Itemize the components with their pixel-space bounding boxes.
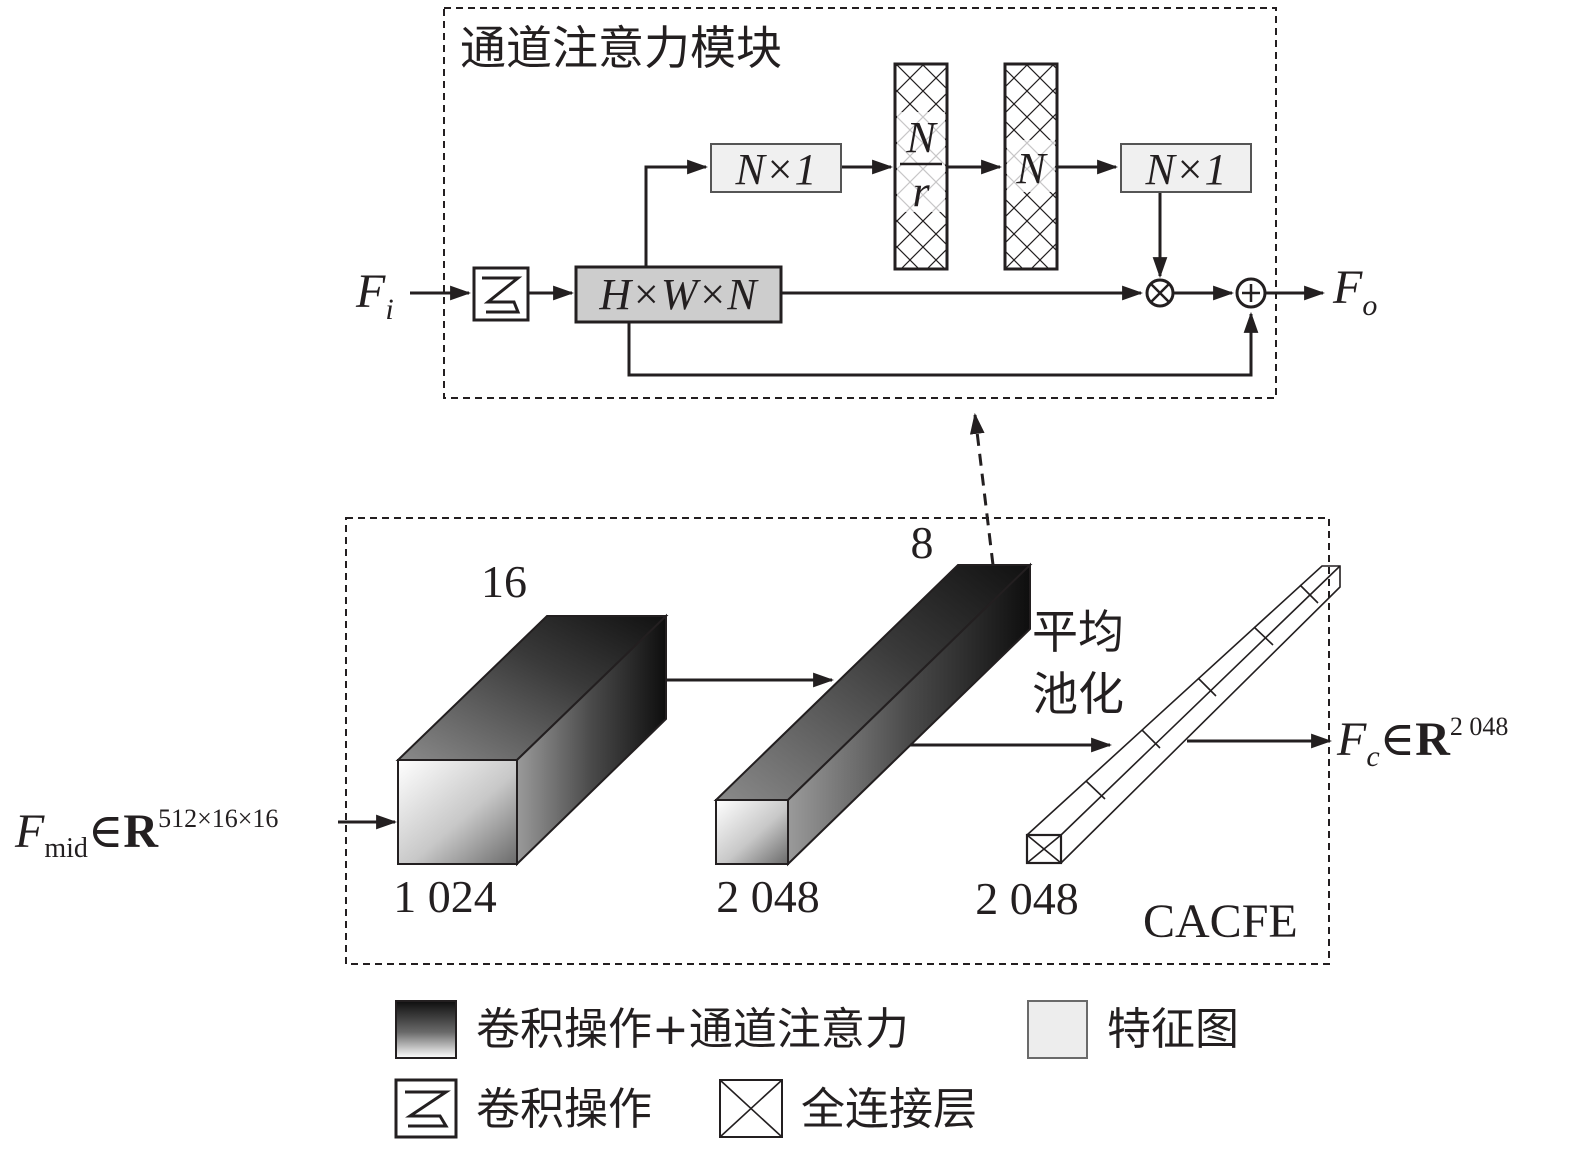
legend-conv-attention-swatch [395, 1000, 457, 1059]
cacfe-module: CACFE Fmid∈R512×16×16 16 1 024 8 2 048 平… [14, 517, 1508, 965]
arrow-residual-to-add [627, 311, 1259, 377]
conv-attention-block-1 [395, 613, 669, 867]
conv-attention-block-2 [713, 562, 1033, 867]
squeeze-numerator: N [905, 113, 938, 162]
arrow-block2-to-attention-module [969, 412, 995, 566]
attention-module-title: 通道注意力模块 [460, 21, 782, 75]
feature-box [574, 265, 783, 324]
legend-feature-map-swatch [1027, 1000, 1088, 1059]
cacfe-input-label: Fmid∈R512×16×16 [14, 804, 278, 864]
legend-conv-swatch [394, 1078, 458, 1139]
fc-out-label: N×1 [1144, 145, 1226, 194]
cacfe-label: CACFE [1143, 895, 1298, 948]
attention-output-label: Fo [1332, 261, 1377, 322]
squeeze-denominator: r [912, 167, 930, 216]
cacfe-output-label: Fc∈R2 048 [1336, 712, 1508, 773]
attention-module: 通道注意力模块 Fi H×W×N N×1 N r N [355, 7, 1377, 399]
block2-top-label: 8 [911, 517, 934, 568]
block2-bottom-label: 2 048 [716, 871, 820, 922]
fc-out-box [1120, 143, 1252, 193]
block1-bottom-label: 1 024 [393, 871, 497, 922]
legend-feature-map-label: 特征图 [1107, 1004, 1239, 1055]
multiply-icon [1145, 278, 1175, 308]
legend-conv-label: 卷积操作 [476, 1084, 652, 1135]
block1-top-label: 16 [481, 556, 527, 607]
legend-fully-connected-swatch [719, 1079, 783, 1138]
fc-in-box [710, 143, 842, 193]
avg-pool-label-line1: 平均 [1032, 605, 1124, 659]
arrow-feature-to-fc-in [644, 159, 709, 267]
excite-label: N [1015, 144, 1048, 193]
attention-module-border [443, 7, 1277, 399]
fc-in-label: N×1 [734, 145, 816, 194]
attention-input-label: Fi [355, 265, 394, 326]
legend: 卷积操作+通道注意力 特征图 卷积操作 全连接层 [394, 1000, 1239, 1139]
fc-bottom-label: 2 048 [975, 873, 1079, 924]
legend-conv-attention-label: 卷积操作+通道注意力 [476, 1004, 909, 1055]
fully-connected-layer [1025, 565, 1341, 865]
add-icon [1235, 277, 1267, 309]
feature-box-label: H×W×N [598, 270, 759, 319]
legend-fully-connected-label: 全连接层 [801, 1084, 977, 1135]
avg-pool-label-line2: 池化 [1032, 667, 1124, 721]
conv-operation-icon [472, 266, 530, 322]
